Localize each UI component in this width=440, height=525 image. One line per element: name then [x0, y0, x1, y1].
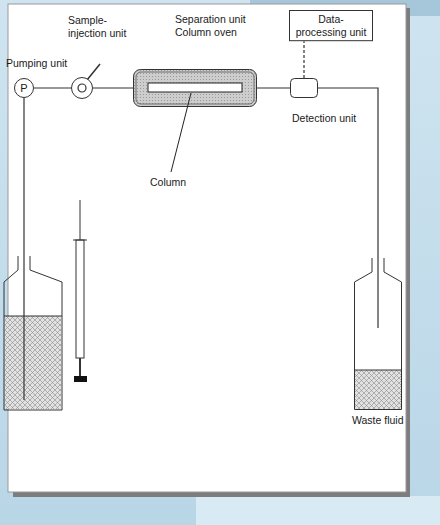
unit-label: Data- processing unit [289, 10, 373, 41]
flow-line [34, 87, 71, 88]
unit-label: Waste fluid [352, 414, 404, 427]
unit-label: Detection unit [292, 112, 356, 125]
flow-line [303, 41, 304, 78]
column-tube [148, 83, 242, 92]
syringe-barrel [76, 240, 84, 358]
column-oven [134, 70, 257, 107]
sample-injector: Sample- injection unit [71, 77, 93, 99]
valve-handle [87, 64, 100, 80]
data-processing-box: Data- processing unit [289, 10, 373, 41]
detector: Detection unit [290, 78, 318, 98]
column-oven: Separation unit Column oven [133, 69, 257, 107]
unit-label: Separation unit Column oven [175, 13, 253, 38]
waste-bottle-shape [354, 258, 402, 410]
bottom-band [196, 496, 440, 525]
unit-label: Pumping unit [6, 57, 67, 70]
pump-circle [15, 79, 34, 98]
valve-body [72, 78, 93, 99]
part-label: Column [150, 176, 186, 189]
suction-tube [23, 98, 24, 400]
waste-bottle [355, 258, 402, 410]
waste-liquid [355, 370, 401, 409]
pump-symbol: P [14, 78, 34, 98]
flow-line [257, 87, 290, 88]
solvent-level [4, 316, 62, 317]
syringe-needle [80, 200, 81, 240]
syringe-flange [73, 240, 87, 241]
pump-unit: Pumping unitP [14, 78, 34, 98]
valve-rotor [78, 84, 86, 92]
sample-injector-shape [71, 77, 93, 99]
solvent-bottle [4, 256, 62, 410]
detector-outline [291, 79, 318, 98]
waste-level [354, 370, 402, 371]
drain-tube [377, 258, 378, 328]
waste-bottle: Waste fluid [354, 258, 402, 410]
detector-shape [290, 78, 318, 98]
unit-label: Sample- injection unit [68, 14, 136, 39]
column-oven-shape [133, 69, 257, 107]
data-box-outline [290, 11, 373, 41]
syringe-rod [79, 358, 81, 376]
syringe-plunger [74, 376, 87, 382]
white-panel [8, 4, 406, 492]
solvent-liquid [5, 316, 61, 409]
column-leader [171, 93, 191, 172]
oven-inner-edge [136, 72, 254, 104]
flow-line [93, 87, 133, 88]
